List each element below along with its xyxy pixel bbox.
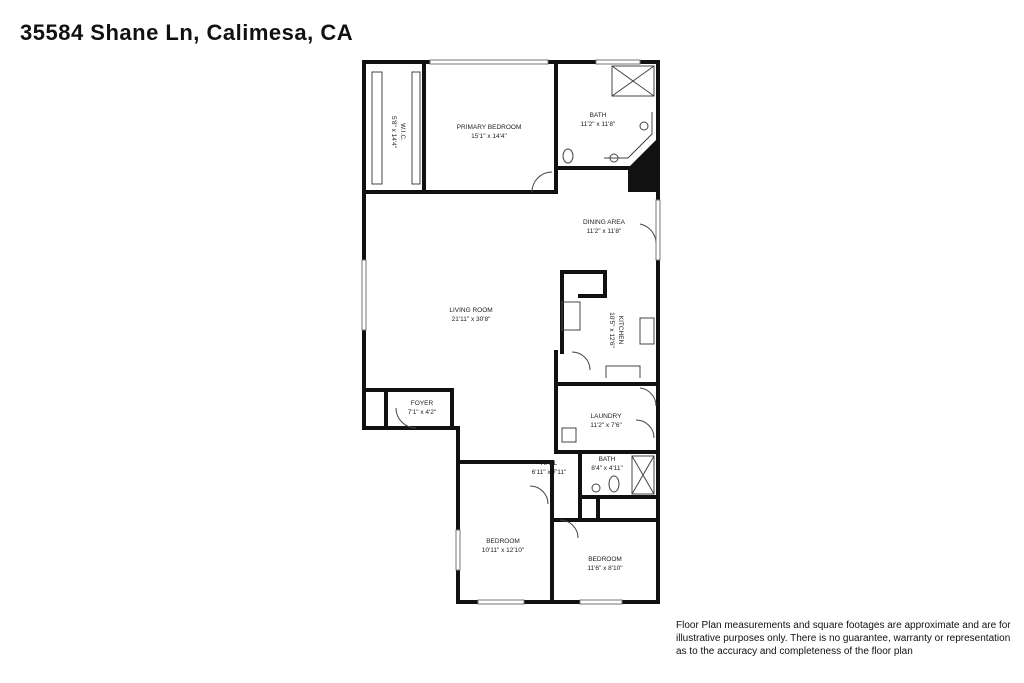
room-bedroom-2-dims: 11'6" x 8'10" bbox=[587, 565, 623, 572]
room-laundry-name: LAUNDRY bbox=[591, 413, 623, 420]
room-wic-name: W.I.C. bbox=[399, 123, 406, 141]
disclaimer-line-1: Floor Plan measurements and square foota… bbox=[676, 620, 1011, 631]
room-living-room-dims: 21'11" x 30'8" bbox=[452, 316, 491, 323]
room-primary-bedroom-name: PRIMARY BEDROOM bbox=[457, 124, 522, 131]
room-primary-bath-name: BATH bbox=[590, 112, 607, 119]
room-living-room: LIVING ROOM 21'11" x 30'8" bbox=[449, 307, 492, 323]
room-foyer-dims: 7'1" x 4'2" bbox=[408, 409, 437, 416]
room-living-room-name: LIVING ROOM bbox=[449, 307, 492, 314]
room-bedroom-1-dims: 10'11" x 12'10" bbox=[482, 547, 525, 554]
room-bath-2: BATH 8'4" x 4'11" bbox=[591, 456, 623, 472]
room-kitchen-dims: 10'5" x 12'6" bbox=[608, 312, 615, 348]
room-foyer: FOYER 7'1" x 4'2" bbox=[408, 400, 437, 416]
room-primary-bedroom-dims: 15'1" x 14'4" bbox=[471, 133, 507, 140]
room-laundry-dims: 11'2" x 7'6" bbox=[590, 422, 622, 429]
room-wic: W.I.C. 5'8" x 14'4" bbox=[390, 116, 406, 149]
room-bath-2-dims: 8'4" x 4'11" bbox=[591, 465, 623, 472]
room-bedroom-1-name: BEDROOM bbox=[486, 538, 520, 545]
room-bedroom-2: BEDROOM 11'6" x 8'10" bbox=[587, 556, 623, 572]
room-primary-bedroom: PRIMARY BEDROOM 15'1" x 14'4" bbox=[457, 124, 522, 140]
disclaimer: Floor Plan measurements and square foota… bbox=[676, 619, 1016, 658]
room-primary-bath-dims: 11'2" x 11'8" bbox=[581, 121, 616, 128]
room-kitchen: KITCHEN 10'5" x 12'6" bbox=[608, 312, 624, 348]
disclaimer-line-2: illustrative purposes only. There is no … bbox=[676, 633, 1011, 644]
disclaimer-line-3: as to the accuracy and completeness of t… bbox=[676, 646, 913, 657]
room-primary-bath: BATH 11'2" x 11'8" bbox=[581, 112, 616, 128]
room-hall: HALL 6'11" x 7'11" bbox=[532, 460, 567, 476]
room-bath-2-name: BATH bbox=[599, 456, 616, 463]
room-wic-dims: 5'8" x 14'4" bbox=[390, 116, 397, 149]
room-bedroom-1: BEDROOM 10'11" x 12'10" bbox=[482, 538, 525, 554]
room-hall-dims: 6'11" x 7'11" bbox=[532, 469, 567, 476]
room-foyer-name: FOYER bbox=[411, 400, 434, 407]
room-dining-area: DINING AREA 11'2" x 11'8" bbox=[583, 219, 626, 235]
page-title: 35584 Shane Ln, Calimesa, CA bbox=[20, 20, 354, 45]
room-laundry: LAUNDRY 11'2" x 7'6" bbox=[590, 413, 622, 429]
windows bbox=[361, 59, 661, 605]
room-hall-name: HALL bbox=[541, 460, 558, 467]
room-bedroom-2-name: BEDROOM bbox=[588, 556, 622, 563]
room-dining-area-name: DINING AREA bbox=[583, 219, 626, 226]
room-dining-area-dims: 11'2" x 11'8" bbox=[587, 228, 622, 235]
fixtures bbox=[371, 65, 657, 539]
room-kitchen-name: KITCHEN bbox=[617, 316, 624, 345]
